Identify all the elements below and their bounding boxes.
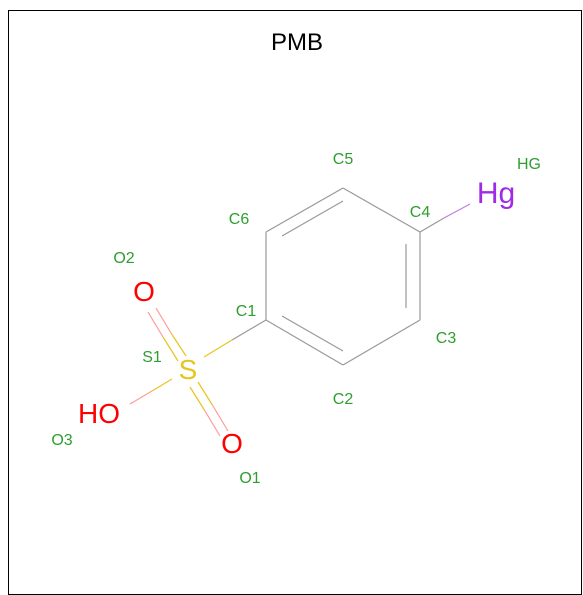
atom-label-o2: O2: [113, 250, 134, 267]
bond-c1-s1-b: [203, 339, 233, 358]
atom-symbol-hg: Hg: [477, 177, 515, 210]
atom-symbol-o2: O: [133, 276, 155, 307]
atom-label-s1: S1: [142, 349, 162, 366]
bond-s1-o1: [189, 381, 229, 437]
benzene-ring: [265, 187, 421, 366]
bond-c6-c5: [265, 187, 344, 233]
atom-label-c1: C1: [236, 303, 257, 320]
atom-label-c4: C4: [410, 204, 431, 221]
bond-s1-o2: [147, 307, 187, 362]
bond-c4-hg-a: [419, 217, 445, 233]
atom-labels: C5 C6 C4 HG O2 C1 C3 S1 C2 O3 O1: [51, 151, 541, 487]
atom-symbol-o1: O: [221, 428, 243, 459]
diagram-title: PMB: [271, 29, 323, 56]
bond-c2-c1-inner: [281, 315, 344, 352]
bond-c1-s1-a: [231, 319, 267, 341]
atom-label-c6: C6: [229, 211, 250, 228]
atom-label-c3: C3: [436, 330, 457, 347]
bond-s1-o3-b: [129, 390, 153, 405]
bond-c2-c1: [265, 319, 344, 366]
diagram-frame: [8, 10, 582, 595]
bond-c6-c5-inner: [281, 200, 344, 237]
atom-symbol-o3: HO: [78, 398, 120, 429]
atom-label-c5: C5: [333, 151, 354, 168]
atom-label-hg: HG: [517, 156, 541, 173]
atom-label-o1: O1: [239, 470, 260, 487]
bond-c3-c2: [342, 319, 421, 366]
bond-s1-o3-a: [151, 378, 173, 392]
atom-label-c2: C2: [333, 391, 354, 408]
atom-symbol-s1: S: [179, 354, 198, 385]
bond-c4-hg-b: [443, 203, 471, 219]
atom-label-o3: O3: [51, 432, 72, 449]
bond-c5-c4: [342, 187, 421, 233]
